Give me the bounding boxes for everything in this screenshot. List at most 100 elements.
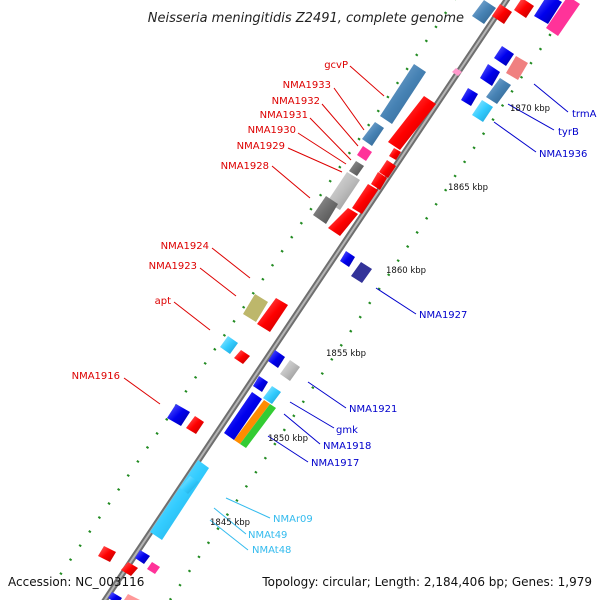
- gene-tyrB-arrow[interactable]: [486, 78, 511, 104]
- gene-NMA1928b-arrow[interactable]: [313, 196, 338, 224]
- tick-label-1845: 1845 kbp: [210, 518, 250, 528]
- gene-gcvP-arrow[interactable]: [380, 64, 426, 124]
- leader-NMAr09: [225, 497, 271, 519]
- gene-pink-bottom-2[interactable]: [124, 594, 140, 600]
- gene-NMA1918-arrow[interactable]: [224, 392, 262, 440]
- gene-label-NMAr09[interactable]: NMAr09: [273, 514, 313, 525]
- gene-rna-short[interactable]: [180, 476, 199, 494]
- map-title: Neisseria meningitidis Z2491, complete g…: [148, 11, 464, 26]
- leader-NMA1933: [333, 87, 365, 131]
- leader-NMA1931: [309, 117, 352, 161]
- accession-label: Accession: NC_003116: [8, 575, 144, 589]
- gene-red-bottom-1[interactable]: [121, 562, 138, 576]
- gene-label-NMA1933[interactable]: NMA1933: [283, 80, 331, 91]
- gene-NMA1928-arrow[interactable]: [327, 172, 360, 210]
- gene-label-NMA1929[interactable]: NMA1929: [237, 141, 285, 152]
- gene-label-NMA1930[interactable]: NMA1930: [248, 125, 296, 136]
- gene-NMA1927-blue[interactable]: [340, 251, 355, 267]
- gene-label-NMA1931[interactable]: NMA1931: [260, 110, 308, 121]
- leader-trmA: [533, 83, 569, 113]
- gene-NMA1923-arrow[interactable]: [257, 298, 288, 332]
- gene-NMA1936-arrow[interactable]: [472, 100, 493, 122]
- gene-trmA-blue[interactable]: [494, 46, 514, 66]
- gene-red-1916b[interactable]: [186, 416, 204, 434]
- gene-gmk-arrow[interactable]: [263, 386, 281, 404]
- gene-label-NMA1927[interactable]: NMA1927: [419, 310, 467, 321]
- gene-red-small-apt[interactable]: [234, 350, 250, 364]
- gene-label-NMA1924[interactable]: NMA1924: [161, 241, 209, 252]
- leader-NMA1918: [283, 413, 321, 445]
- gene-label-NMA1932[interactable]: NMA1932: [272, 96, 320, 107]
- leader-NMA1929: [287, 147, 343, 173]
- leader-NMAt48: [209, 519, 249, 551]
- gene-NMA1929-arrow[interactable]: [389, 148, 401, 160]
- gene-top-red-2[interactable]: [514, 0, 534, 18]
- gene-top-steel[interactable]: [472, 0, 496, 24]
- gene-NMA1917-orange[interactable]: [234, 400, 270, 444]
- gene-NMA1932-arrow[interactable]: [357, 146, 372, 161]
- gene-top-pink[interactable]: [546, 0, 580, 36]
- leader-NMA1921: [307, 381, 347, 409]
- gene-NMA1930-arrow[interactable]: [388, 96, 436, 150]
- gene-NMA1921-blue[interactable]: [268, 350, 285, 368]
- gene-NMA1927-arrow[interactable]: [351, 262, 372, 283]
- gene-label-NMA1918[interactable]: NMA1918: [323, 441, 371, 452]
- gene-NMA1936-blue[interactable]: [461, 88, 478, 106]
- gene-label-NMA1916[interactable]: NMA1916: [72, 371, 120, 382]
- gene-apt-arrow[interactable]: [220, 336, 238, 354]
- gene-pink-bottom-1[interactable]: [147, 562, 160, 574]
- gene-rna-long[interactable]: [150, 460, 209, 540]
- gene-label-tyrB[interactable]: tyrB: [558, 127, 579, 138]
- gene-NMA1916-arrow[interactable]: [167, 404, 190, 426]
- leader-NMA1924: [211, 247, 251, 279]
- leader-gcvP: [349, 65, 385, 97]
- gene-pink-small[interactable]: [452, 68, 462, 76]
- gene-label-gcvP[interactable]: gcvP: [324, 60, 348, 71]
- leader-gmk: [289, 401, 335, 429]
- gene-label-NMA1917[interactable]: NMA1917: [311, 458, 359, 469]
- gene-NMA1917-green[interactable]: [240, 404, 276, 448]
- gene-label-NMAt49[interactable]: NMAt49: [248, 530, 287, 541]
- gene-label-NMA1921[interactable]: NMA1921: [349, 404, 397, 415]
- gene-label-NMA1928[interactable]: NMA1928: [221, 161, 269, 172]
- gene-label-apt[interactable]: apt: [155, 296, 171, 307]
- tick-label-1865: 1865 kbp: [448, 183, 488, 193]
- gene-blue-bottom-1[interactable]: [135, 550, 150, 564]
- genome-summary: Topology: circular; Length: 2,184,406 bp…: [261, 575, 592, 589]
- gene-NMA1921-arrow[interactable]: [280, 360, 300, 381]
- gene-red-cluster-3[interactable]: [352, 184, 378, 214]
- gene-blue-bottom-2[interactable]: [108, 592, 122, 600]
- forward-strand-features: [108, 96, 436, 600]
- gene-gmk-blue[interactable]: [253, 376, 268, 392]
- gene-red-lower-left-arrow[interactable]: [98, 546, 116, 562]
- gene-tyrB-blue[interactable]: [480, 64, 500, 86]
- leader-NMA1927: [375, 287, 417, 315]
- gene-red-cluster-4[interactable]: [328, 208, 358, 236]
- leader-tyrB: [507, 103, 555, 131]
- gene-label-NMAt48[interactable]: NMAt48: [252, 545, 291, 556]
- gene-NMA1924-arrow[interactable]: [243, 294, 268, 322]
- gene-red-cluster-1[interactable]: [379, 160, 396, 178]
- reverse-strand-features: [224, 0, 580, 448]
- leader-lines: [123, 65, 569, 551]
- leader-NMA1932: [321, 103, 359, 147]
- gene-label-NMA1923[interactable]: NMA1923: [149, 261, 197, 272]
- gene-label-trmA[interactable]: trmA: [572, 109, 597, 120]
- leader-NMA1936: [493, 121, 537, 153]
- gene-trmA-arrow[interactable]: [506, 56, 528, 80]
- gene-top-red-1[interactable]: [492, 4, 512, 24]
- gene-top-blue[interactable]: [534, 0, 562, 24]
- gene-label-gmk[interactable]: gmk: [336, 425, 358, 436]
- leader-NMA1916: [123, 377, 161, 405]
- leader-NMA1928: [271, 165, 311, 199]
- gene-red-cluster-2[interactable]: [371, 172, 387, 190]
- gene-NMA1931-arrow[interactable]: [349, 161, 364, 176]
- tick-label-1855: 1855 kbp: [326, 349, 366, 359]
- leader-NMAt49: [213, 507, 247, 535]
- tick-label-1860: 1860 kbp: [386, 266, 426, 276]
- gene-NMA1933-arrow[interactable]: [362, 122, 384, 146]
- leader-NMA1917: [267, 435, 309, 463]
- gene-label-NMA1936[interactable]: NMA1936: [539, 149, 587, 160]
- leader-NMA1923: [199, 267, 237, 297]
